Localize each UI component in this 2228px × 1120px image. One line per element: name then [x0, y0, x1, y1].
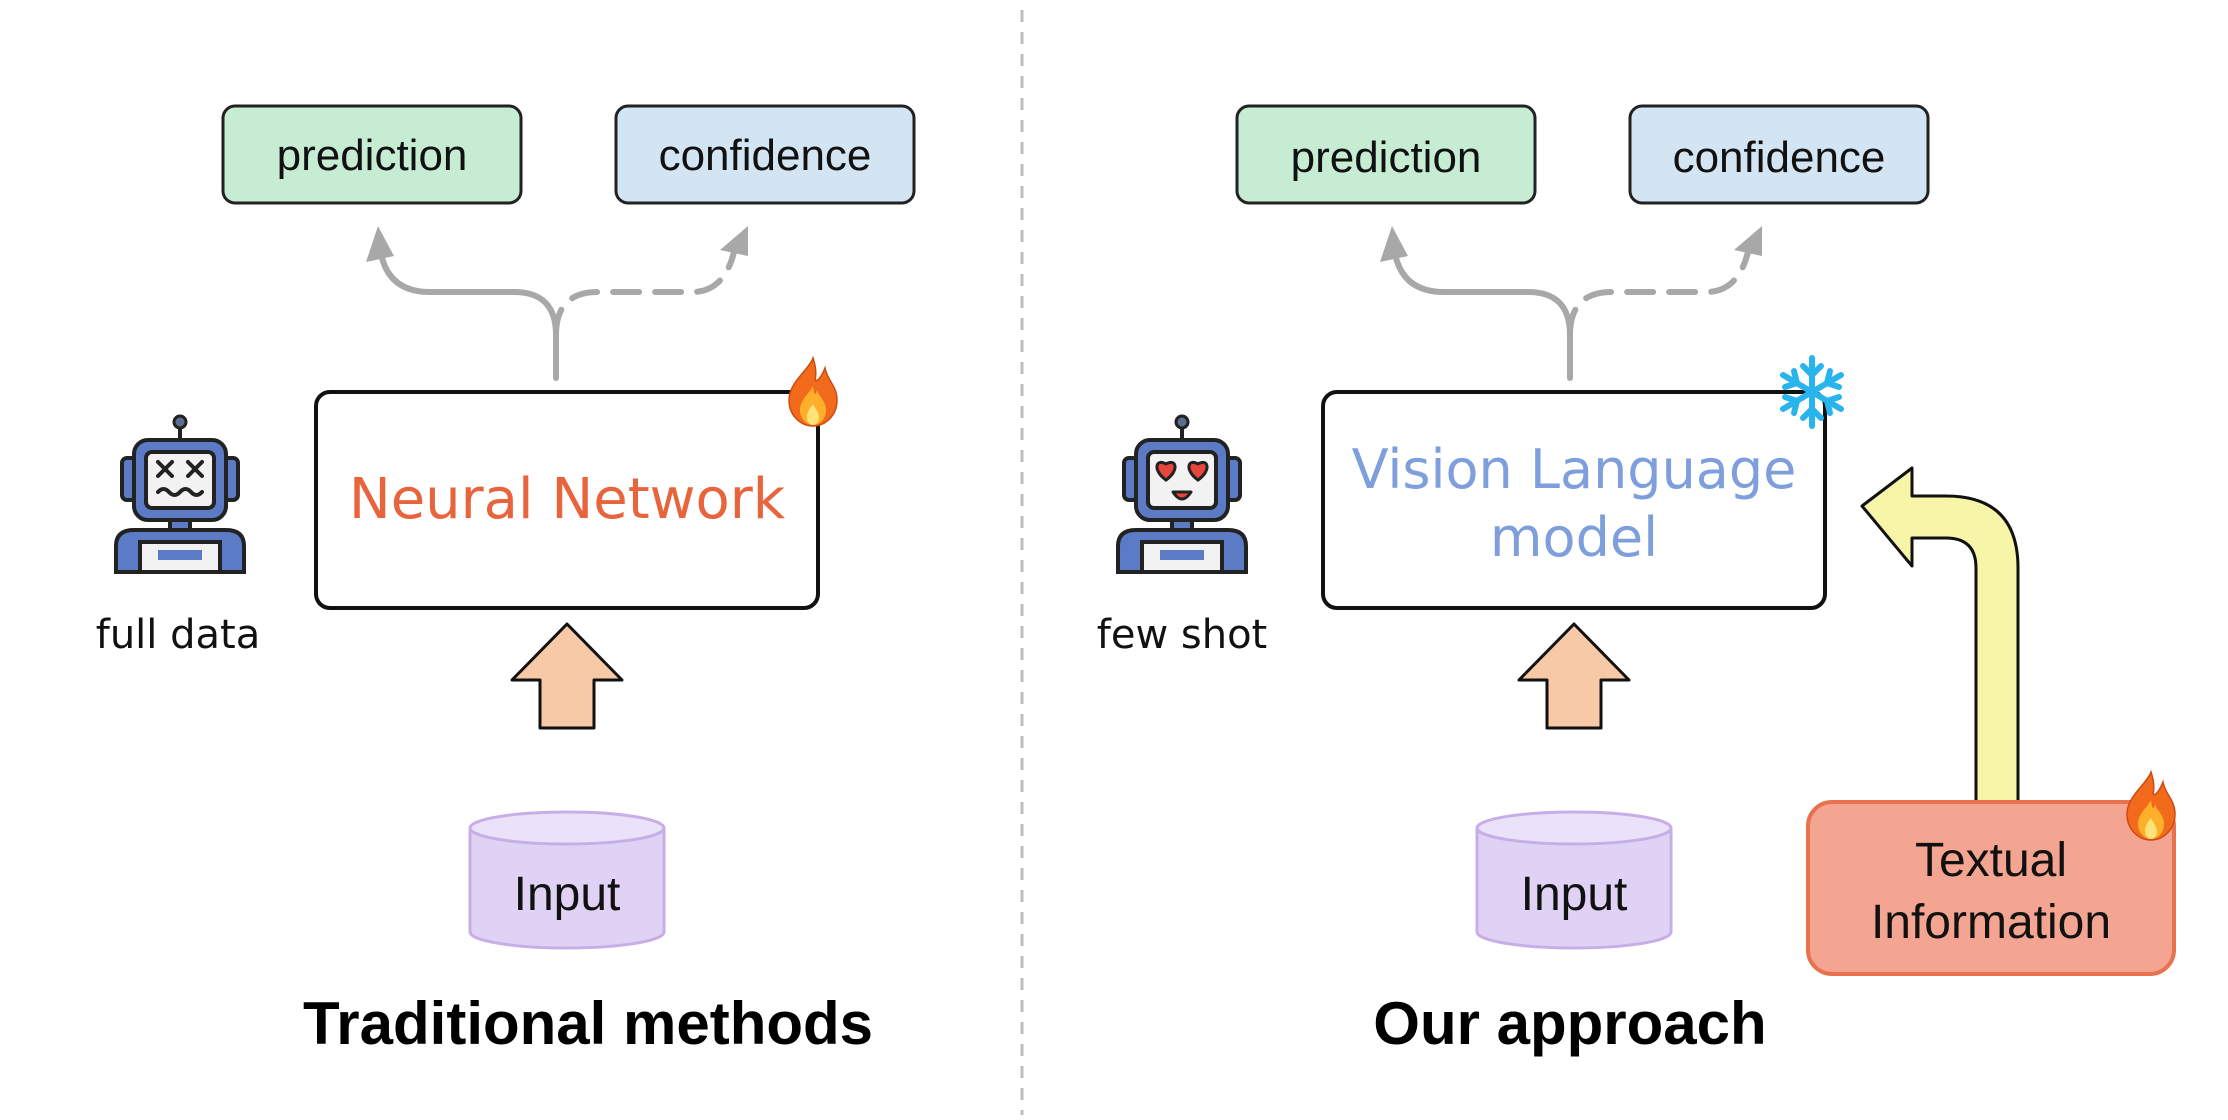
prediction-label: prediction: [1291, 133, 1482, 182]
arrowhead-prediction: [1380, 226, 1408, 262]
vlm-label-line2: model: [1490, 506, 1658, 569]
arrowhead-confidence: [720, 226, 748, 256]
input-up-arrow: [1517, 622, 1631, 730]
section-title-traditional: Traditional methods: [303, 990, 873, 1057]
input-database: Input: [1475, 810, 1673, 950]
arrowhead-confidence: [1734, 226, 1762, 256]
confidence-box: confidence: [1628, 104, 1930, 205]
neural-network-box: Neural Network: [314, 390, 820, 610]
full-data-caption: full data: [96, 612, 260, 658]
input-database: Input: [468, 810, 666, 950]
prediction-box: prediction: [1235, 104, 1537, 205]
input-label: Input: [514, 868, 621, 921]
prediction-box: prediction: [221, 104, 523, 205]
input-up-arrow: [510, 622, 624, 730]
fire-icon: [2126, 771, 2176, 841]
textual-label-line1: Textual: [1915, 834, 2067, 887]
snowflake-icon: [1780, 355, 1844, 429]
output-connectors: [1391, 245, 1751, 381]
section-title-our-approach: Our approach: [1373, 990, 1766, 1057]
neural-network-label: Neural Network: [349, 467, 786, 532]
arrowhead-prediction: [366, 226, 394, 262]
confidence-box: confidence: [614, 104, 916, 205]
vlm-label-line1: Vision Language: [1352, 438, 1797, 501]
few-shot-caption: few shot: [1097, 612, 1267, 658]
textual-label-line2: Information: [1871, 896, 2111, 949]
right-panel: prediction confidence Vision Language mo…: [1097, 104, 2176, 1057]
vlm-box: Vision Language model: [1321, 390, 1827, 610]
confidence-label: confidence: [1673, 133, 1886, 182]
textual-information-box: Textual Information: [1806, 800, 2176, 976]
textual-info-arrow: [1860, 466, 2020, 804]
confidence-label: confidence: [659, 131, 872, 180]
left-panel: prediction confidence Neural Network: [96, 104, 916, 1057]
prediction-label: prediction: [277, 131, 468, 180]
robot-hearts-icon: [1116, 414, 1248, 574]
input-label: Input: [1521, 868, 1628, 921]
fire-icon: [788, 357, 838, 427]
robot-dizzy-icon: [114, 414, 246, 574]
output-connectors: [377, 245, 737, 381]
